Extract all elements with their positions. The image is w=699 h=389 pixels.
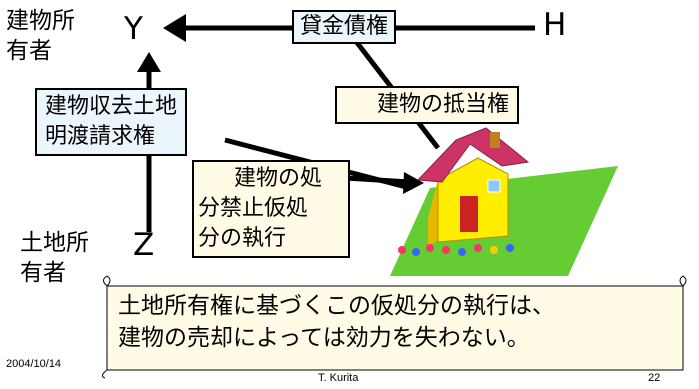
- door: [460, 196, 478, 232]
- arrowhead-house: [403, 172, 424, 194]
- roof: [416, 127, 530, 183]
- house-illustration: [390, 127, 618, 276]
- arrowhead-y: [163, 14, 186, 42]
- arrow-injunction-to-house: [344, 175, 411, 185]
- mortgage-box: 建物の抵当権: [335, 86, 520, 124]
- party-h: H: [543, 7, 567, 43]
- footer-date: 2004/10/14: [6, 358, 62, 370]
- party-y: Y: [124, 11, 143, 47]
- house-side-wall: [428, 180, 438, 246]
- note-scroll-frame: [101, 275, 687, 379]
- injunction-box: 建物の処 分禁止仮処 分の執行: [192, 160, 350, 258]
- note-text: 土地所有権に基づくこの仮処分の執行は、 建物の売却によっては効力を失わない。: [118, 290, 555, 354]
- footer-page: 22: [648, 372, 661, 384]
- loan-claim-box: 貸金債権: [292, 10, 397, 44]
- footer-author: T. Kurita: [318, 372, 359, 384]
- flowers: [398, 244, 514, 256]
- building-owner-label: 建物所 有者: [6, 8, 75, 64]
- party-z: Z: [133, 227, 155, 263]
- land-owner-label: 土地所 有者: [20, 230, 89, 286]
- note-line-1: 土地所有権に基づくこの仮処分の執行は、: [118, 293, 555, 319]
- arrowhead-up: [137, 52, 161, 72]
- chimney: [490, 132, 500, 148]
- window: [487, 179, 501, 193]
- note-line-2: 建物の売却によっては効力を失わない。: [118, 325, 530, 351]
- land-claim-box: 建物収去土地 明渡請求権: [35, 88, 188, 156]
